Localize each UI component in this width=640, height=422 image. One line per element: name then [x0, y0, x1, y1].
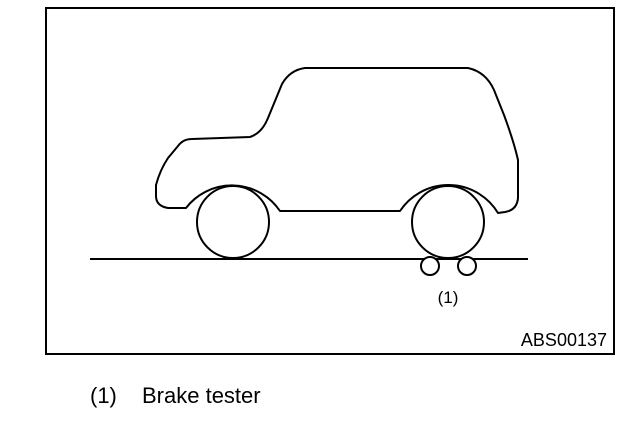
legend-text: Brake tester: [142, 383, 261, 408]
figure-frame: [45, 7, 615, 355]
rear-wheel: [196, 185, 270, 259]
callout-label: (1): [438, 288, 459, 307]
figure-code: ABS00137: [521, 330, 607, 350]
vehicle-body-outline: [155, 67, 519, 214]
legend-number: (1): [90, 383, 117, 408]
brake-tester-roller-left: [420, 256, 440, 276]
front-wheel: [411, 185, 485, 259]
brake-tester-roller-right: [457, 256, 477, 276]
legend: (1) Brake tester: [90, 383, 261, 409]
